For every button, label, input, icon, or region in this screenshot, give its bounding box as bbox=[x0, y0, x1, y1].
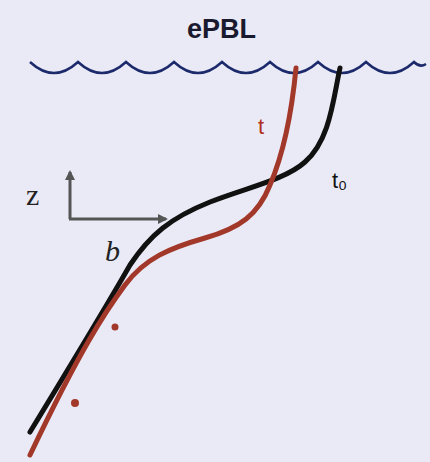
axis-label: z bbox=[26, 180, 39, 210]
profile-t bbox=[30, 68, 296, 455]
diagram-title: ePBL bbox=[187, 16, 256, 43]
z-axis bbox=[69, 172, 72, 219]
point bbox=[71, 399, 79, 407]
axis-label: b bbox=[105, 236, 120, 266]
curve-label: t bbox=[258, 116, 264, 138]
profile-t0 bbox=[30, 68, 340, 432]
point bbox=[112, 324, 119, 331]
b-axis bbox=[69, 218, 166, 221]
sea-surface bbox=[30, 62, 426, 73]
curve-label: t₀ bbox=[332, 170, 347, 192]
